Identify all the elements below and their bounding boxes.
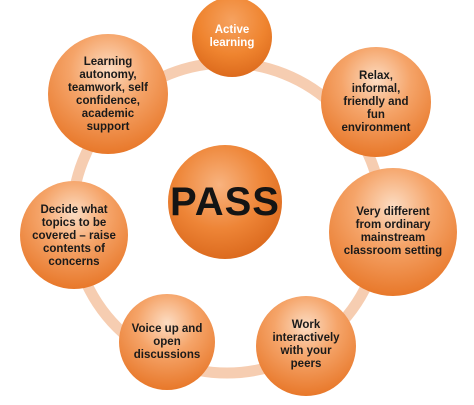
- node-relax: [321, 47, 431, 157]
- node-learning-autonomy: [48, 34, 168, 154]
- node-decide-topics: [20, 181, 128, 289]
- node-very-different: [329, 168, 457, 296]
- node-work-interactively: [256, 296, 356, 396]
- center-circle: [168, 145, 282, 259]
- node-active-learning: [192, 0, 272, 77]
- node-voice-up: [119, 294, 215, 390]
